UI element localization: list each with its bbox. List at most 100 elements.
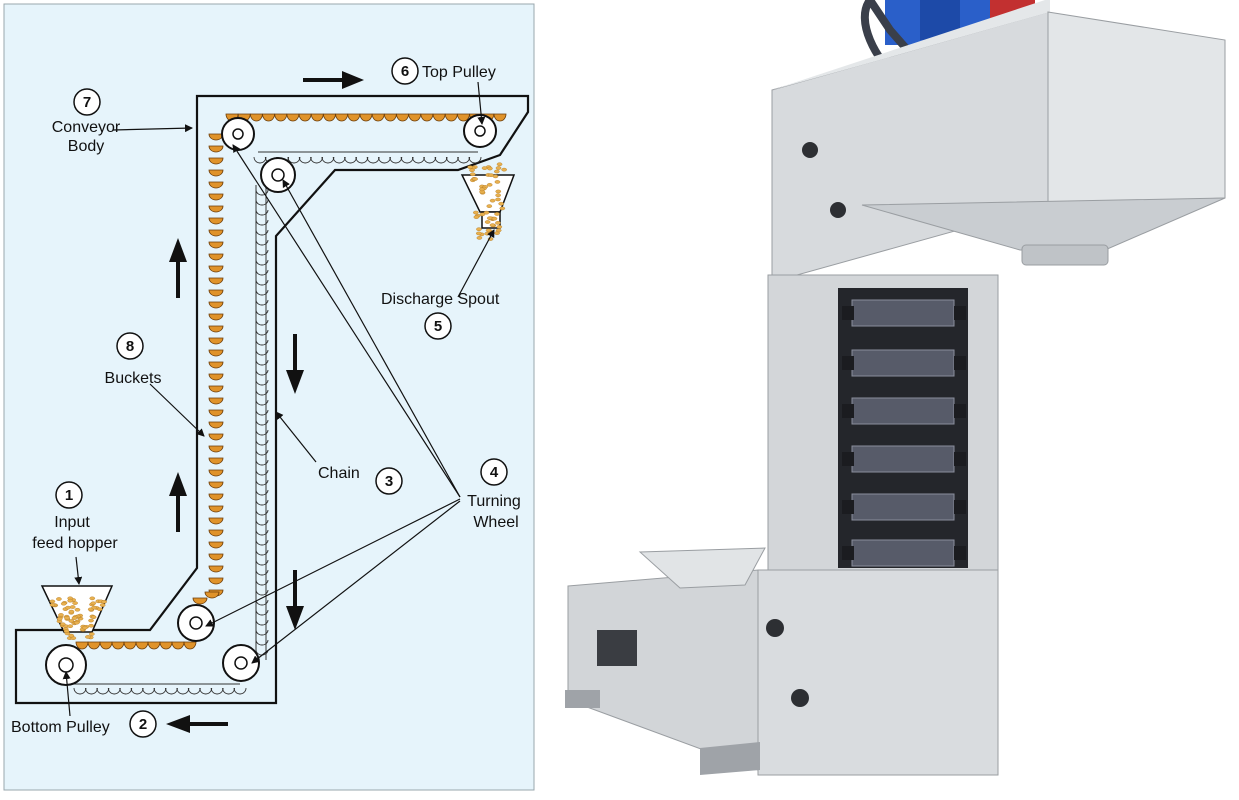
grain (88, 623, 94, 628)
grain (89, 632, 95, 636)
grain (486, 183, 493, 187)
grain (74, 620, 80, 625)
grain (494, 180, 501, 184)
diagram-svg: 7 6 5 8 3 4 1 2 Top Pulley Conveyor Body… (3, 3, 535, 791)
bucket (208, 457, 224, 465)
grain (101, 599, 107, 604)
chain-bucket (233, 687, 247, 695)
grain (64, 615, 70, 620)
bucket (208, 481, 224, 489)
svg-text:4: 4 (490, 464, 499, 481)
conveyor-body-label-2: Body (68, 138, 104, 155)
photo-bucket (851, 397, 955, 425)
turning-wheel-bottom (222, 644, 260, 682)
bucket (208, 169, 224, 177)
photo-bucket-chain (842, 306, 854, 320)
grain (495, 228, 502, 233)
grain (481, 166, 488, 170)
bucket (208, 157, 224, 165)
hopper-grain (49, 596, 107, 640)
grain (495, 193, 501, 198)
grain (485, 228, 492, 233)
turning-wheel-label-1: Turning (467, 493, 521, 510)
bucket (208, 325, 224, 333)
buckets-label: Buckets (105, 370, 162, 387)
grain (67, 598, 74, 603)
photo-bucket (851, 349, 955, 377)
bucket-elevator-diagram: 7 6 5 8 3 4 1 2 Top Pulley Conveyor Body… (0, 0, 540, 795)
svg-text:1: 1 (65, 487, 73, 504)
turning-wheel-middle (177, 604, 215, 642)
photo-bucket-chain (842, 546, 854, 560)
arrow-left-icon (166, 715, 228, 733)
head-housing-top (772, 0, 1050, 90)
inspection-port (766, 619, 784, 637)
badge-6: 6 (391, 57, 419, 85)
grain (488, 173, 494, 177)
photo-bucket-chain (954, 356, 966, 370)
bottom-pulley-wheel (45, 644, 87, 686)
grain (489, 198, 496, 203)
bucket (208, 373, 224, 381)
arrow-up-icon (169, 238, 187, 298)
inspection-port (802, 142, 818, 158)
bucket (208, 181, 224, 189)
inspection-port (830, 202, 846, 218)
grain (90, 615, 97, 619)
grain (49, 599, 56, 604)
svg-text:5: 5 (434, 318, 442, 335)
bucket (208, 253, 224, 261)
grain (97, 607, 103, 612)
grain (495, 189, 502, 194)
bucket (208, 433, 224, 441)
turning-wheel-label-2: Wheel (473, 514, 518, 531)
bucket (208, 493, 224, 501)
bucket (192, 597, 208, 605)
photo-bucket (851, 493, 955, 521)
badge-7: 7 (73, 88, 101, 116)
inspection-port (791, 689, 809, 707)
grain (88, 618, 94, 623)
discharge-chute (1047, 11, 1226, 206)
top-pulley-wheel (463, 114, 497, 148)
svg-text:8: 8 (126, 338, 134, 355)
bucket (208, 265, 224, 273)
bucket (208, 361, 224, 369)
grain (60, 601, 67, 606)
chain-label: Chain (318, 465, 360, 482)
grain (68, 633, 75, 638)
inspection-window (838, 288, 968, 568)
grain (486, 216, 493, 220)
grain (81, 625, 88, 630)
grain (56, 616, 63, 621)
bucket (208, 517, 224, 525)
grain (71, 616, 78, 620)
badge-8: 8 (116, 332, 144, 360)
grain (483, 210, 490, 215)
bucket (208, 229, 224, 237)
diagram-background (3, 3, 535, 791)
grain (91, 605, 97, 610)
photo-bucket (851, 539, 955, 567)
grain (49, 603, 56, 607)
bucket (208, 397, 224, 405)
bucket (208, 505, 224, 513)
grain (484, 220, 491, 224)
photo-bucket-chain (842, 500, 854, 514)
grain (90, 601, 97, 606)
photo-bucket-chain (842, 404, 854, 418)
grain (56, 597, 62, 601)
grain (494, 212, 500, 216)
conveyor-body-label-1: Conveyor (52, 119, 121, 136)
grain (472, 177, 478, 181)
grain (496, 225, 503, 229)
bucket (208, 385, 224, 393)
grain (491, 216, 498, 221)
grain (496, 162, 503, 167)
grain (495, 166, 502, 170)
base-feet (565, 690, 760, 775)
photo-bucket-chain (842, 452, 854, 466)
grain (473, 215, 480, 219)
grain (59, 622, 66, 627)
grain (487, 166, 493, 171)
